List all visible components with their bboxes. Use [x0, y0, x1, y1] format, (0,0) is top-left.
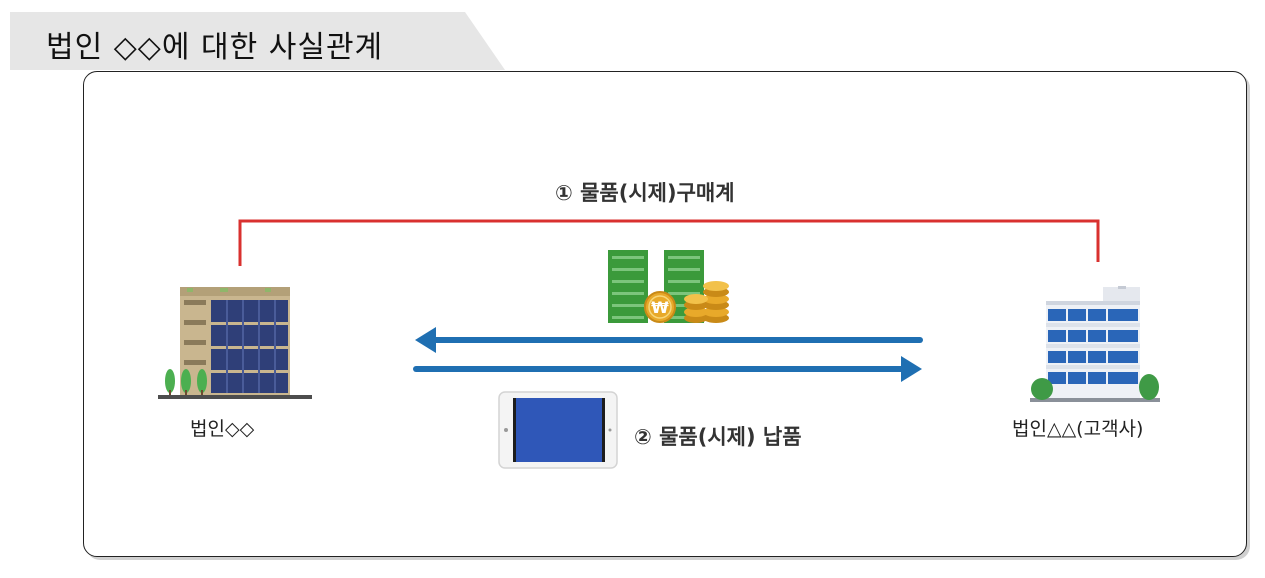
payment-arrow [415, 327, 923, 353]
left-entity-label: 법인◇◇ [190, 418, 255, 440]
purchase-relation-line [238, 219, 1100, 266]
title-tab-shape [10, 12, 505, 70]
purchase-relation-label: ① 물품(시제)구매계 [555, 181, 735, 205]
money-stack-icon [608, 250, 729, 323]
currency-symbol: ₩ [651, 298, 669, 317]
delivery-label: ② 물품(시제) 납품 [634, 425, 802, 449]
office-building-icon [158, 287, 312, 399]
tablet-icon [498, 391, 618, 469]
client-building-icon [1030, 286, 1160, 402]
delivery-arrow [413, 356, 922, 382]
section-title-tab: 법인 ◇◇에 대한 사실관계 [10, 12, 505, 70]
section-title: 법인 ◇◇에 대한 사실관계 [46, 30, 384, 65]
right-entity-label: 법인△△(고객사) [1012, 418, 1144, 440]
